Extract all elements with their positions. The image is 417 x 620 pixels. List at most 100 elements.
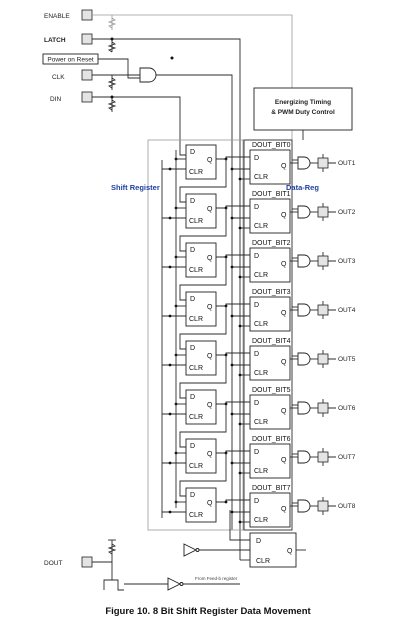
din-pin [81,91,93,103]
data-ff-q: Q [281,457,287,464]
output-driver [317,157,329,169]
data-ff-d: D [254,498,259,505]
dout-bit-label: DOUT_BIT6 [252,436,291,443]
data-ff-q: Q [281,506,287,513]
output-driver [317,353,329,365]
data-ff-8 [249,492,291,528]
shift-ff-q: Q [207,157,213,164]
clk-input: CLK [52,56,233,530]
shift-ff-q: Q [207,451,213,458]
shift-ff-clr: CLR [189,463,203,470]
shift-ff-d: D [190,296,195,303]
data-ff-clr: CLR [254,321,268,328]
data-ff-d: D [254,253,259,260]
output-label: OUT6 [338,405,356,412]
shift-ff-d: D [190,492,195,499]
data-ff-d: D [254,155,259,162]
dout-buffer [183,543,198,557]
dout-ff-clr: CLR [256,558,270,565]
latch-pin [81,33,93,45]
output-label: OUT8 [338,503,356,510]
output-driver [317,402,329,414]
clk-pin [81,69,93,81]
output-driver [317,451,329,463]
shift-ff-clr: CLR [189,414,203,421]
shift-ff-7 [185,438,217,474]
dout-bit-label: DOUT_BIT3 [252,289,291,296]
data-ff-7 [249,443,291,479]
data-ff-clr: CLR [254,468,268,475]
data-ff-clr: CLR [254,419,268,426]
output-gate [297,352,311,366]
dout-ff-d: D [256,538,261,545]
latch-label: LATCH [44,37,66,44]
shift-register-enclosure [147,139,244,531]
shift-ff-4 [185,291,217,327]
shift-ff-2 [185,193,217,229]
shift-ff-clr: CLR [189,267,203,274]
output-driver [317,304,329,316]
data-ff-3 [249,247,291,283]
energizing-timing-block: Energizing Timing & PWM Duty Control [253,87,353,140]
timing-line-1: Energizing Timing [275,99,331,106]
data-ff-q: Q [281,163,287,170]
shift-ff-clr: CLR [189,218,203,225]
data-ff-q: Q [281,212,287,219]
enable-pin [81,9,93,21]
data-ff-d: D [254,302,259,309]
dout-section: DOUT From Feed-b register D Q CLR [44,510,306,591]
data-ff-2 [249,198,291,234]
shift-ff-q: Q [207,304,213,311]
data-reg-enclosure [243,139,293,531]
timing-line-2: & PWM Duty Control [271,109,335,116]
shift-ff-clr: CLR [189,316,203,323]
data-ff-5 [249,345,291,381]
dout-flipflop [249,532,297,568]
shift-ff-3 [185,242,217,278]
data-ff-q: Q [281,359,287,366]
power-on-reset-label: Power on Reset [47,57,93,64]
output-label: OUT2 [338,209,356,216]
feedback-buffer [167,577,182,591]
output-gate [297,156,311,170]
dout-bit-label: DOUT_BIT5 [252,387,291,394]
data-ff-d: D [254,449,259,456]
din-input: DIN [50,91,190,156]
register-stages: DQCLRDQCLRDOUT_BIT0OUT1DQCLRDQCLRDOUT_BI… [161,142,356,528]
output-gate [297,205,311,219]
data-ff-d: D [254,351,259,358]
shift-ff-q: Q [207,255,213,262]
shift-register-label: Shift Register [111,183,160,192]
data-ff-4 [249,296,291,332]
output-label: OUT3 [338,258,356,265]
enable-label: ENABLE [44,13,70,20]
data-ff-clr: CLR [254,174,268,181]
data-ff-d: D [254,400,259,407]
dout-bit-label: DOUT_BIT2 [252,240,291,247]
output-driver [317,255,329,267]
shift-ff-1 [185,144,217,180]
output-label: OUT5 [338,356,356,363]
data-ff-clr: CLR [254,223,268,230]
output-gate [297,499,311,513]
shift-ff-clr: CLR [189,169,203,176]
dout-label: DOUT [44,560,62,567]
data-ff-clr: CLR [254,370,268,377]
output-gate [297,450,311,464]
shift-ff-d: D [190,443,195,450]
data-ff-clr: CLR [254,517,268,524]
shift-ff-q: Q [207,353,213,360]
feedback-note: From Feed-b register [195,576,238,581]
output-label: OUT1 [338,160,356,167]
shift-ff-clr: CLR [189,512,203,519]
clk-label: CLK [52,74,65,81]
dout-ff-q: Q [287,548,293,555]
figure-caption: Figure 10. 8 Bit Shift Register Data Mov… [105,606,311,617]
dout-pin [81,556,93,568]
shift-ff-d: D [190,198,195,205]
shift-ff-q: Q [207,500,213,507]
shift-ff-q: Q [207,206,213,213]
shift-ff-d: D [190,345,195,352]
data-ff-6 [249,394,291,430]
